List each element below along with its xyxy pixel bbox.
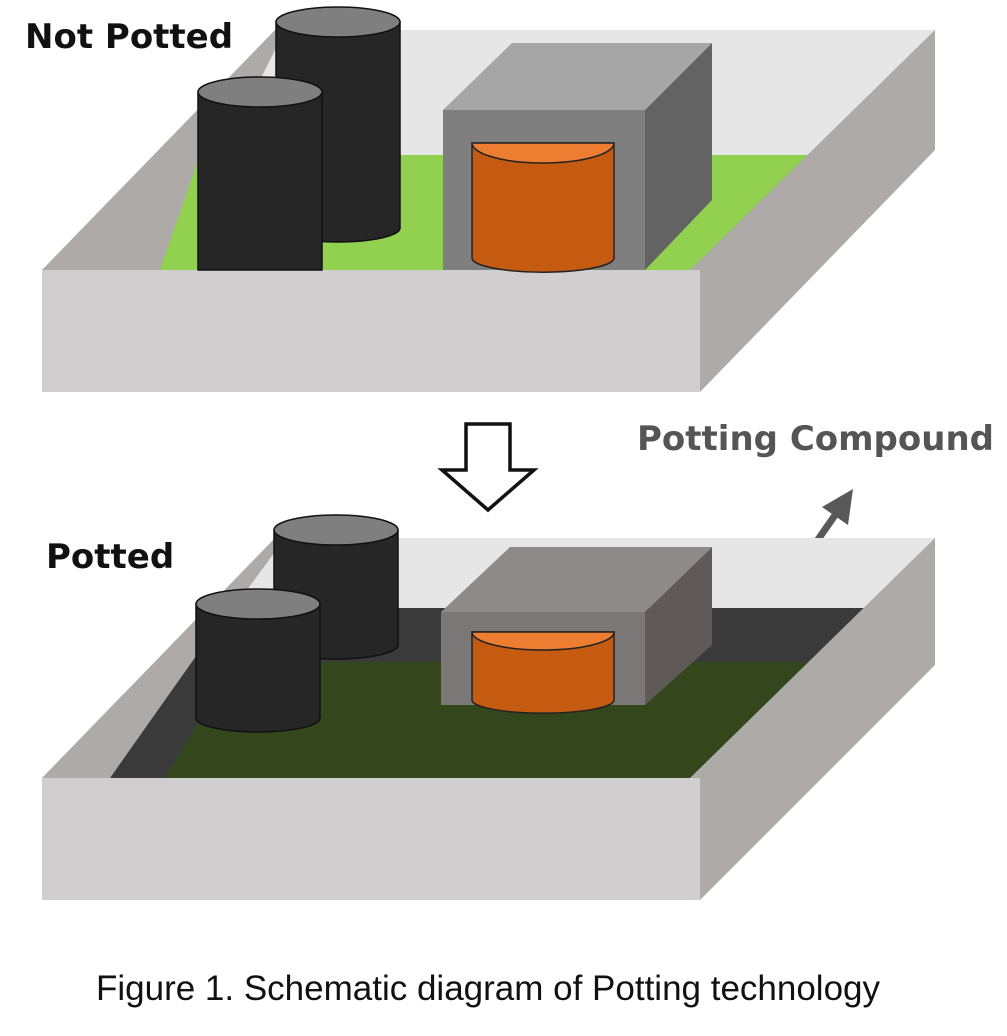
housing-right-inner-wall	[690, 538, 935, 778]
coil-top	[471, 142, 615, 164]
transformer	[443, 43, 712, 273]
not-potted-assembly	[42, 6, 935, 392]
housing-right-side	[700, 30, 935, 392]
figure-caption: Figure 1. Schematic diagram of Potting t…	[96, 969, 881, 1008]
housing-front-face	[42, 778, 700, 900]
capacitor-front	[195, 588, 321, 733]
capacitor-front	[197, 76, 323, 271]
potting-compound-label: Potting Compound	[637, 419, 994, 459]
coil-top	[471, 631, 615, 651]
not-potted-label: Not Potted	[25, 17, 233, 57]
housing-front-face	[42, 270, 700, 392]
coil	[471, 631, 615, 714]
transformer	[441, 547, 712, 714]
potted-label: Potted	[46, 537, 174, 577]
potted-assembly	[42, 514, 935, 900]
down-arrow-icon	[437, 422, 539, 513]
housing-right-inner-wall	[690, 30, 935, 270]
housing-right-side	[700, 538, 935, 900]
coil	[471, 142, 615, 273]
